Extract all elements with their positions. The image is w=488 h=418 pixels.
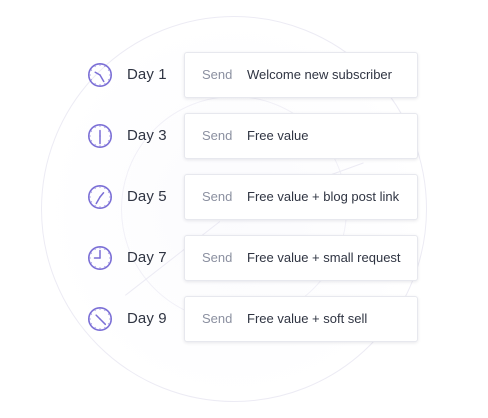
schedule-row: Day 9 Send Free value + soft sell <box>0 296 488 342</box>
send-label: Send <box>202 250 233 265</box>
clock-icon <box>87 245 113 271</box>
email-message-label: Free value + small request <box>247 250 401 265</box>
email-step-card[interactable]: Send Free value + soft sell <box>184 296 418 342</box>
clock-icon <box>87 306 113 332</box>
email-step-card[interactable]: Send Free value + small request <box>184 235 418 281</box>
send-label: Send <box>202 189 233 204</box>
day-label: Day 9 <box>127 310 167 327</box>
schedule-row: Day 7 Send Free value + small request <box>0 235 488 281</box>
email-message-label: Free value + blog post link <box>247 189 400 204</box>
send-label: Send <box>202 311 233 326</box>
day-label: Day 1 <box>127 66 167 83</box>
day-label: Day 5 <box>127 188 167 205</box>
email-step-card[interactable]: Send Free value + blog post link <box>184 174 418 220</box>
clock-icon <box>87 123 113 149</box>
clock-icon <box>87 62 113 88</box>
send-label: Send <box>202 67 233 82</box>
clock-icon <box>87 184 113 210</box>
schedule-row: Day 1 Send Welcome new subscriber <box>0 52 488 98</box>
email-step-card[interactable]: Send Free value <box>184 113 418 159</box>
day-label: Day 3 <box>127 127 167 144</box>
email-message-label: Free value <box>247 128 309 143</box>
email-message-label: Free value + soft sell <box>247 311 368 326</box>
schedule-row: Day 5 Send Free value + blog post link <box>0 174 488 220</box>
schedule-row: Day 3 Send Free value <box>0 113 488 159</box>
email-step-card[interactable]: Send Welcome new subscriber <box>184 52 418 98</box>
send-label: Send <box>202 128 233 143</box>
email-message-label: Welcome new subscriber <box>247 67 392 82</box>
day-label: Day 7 <box>127 249 167 266</box>
